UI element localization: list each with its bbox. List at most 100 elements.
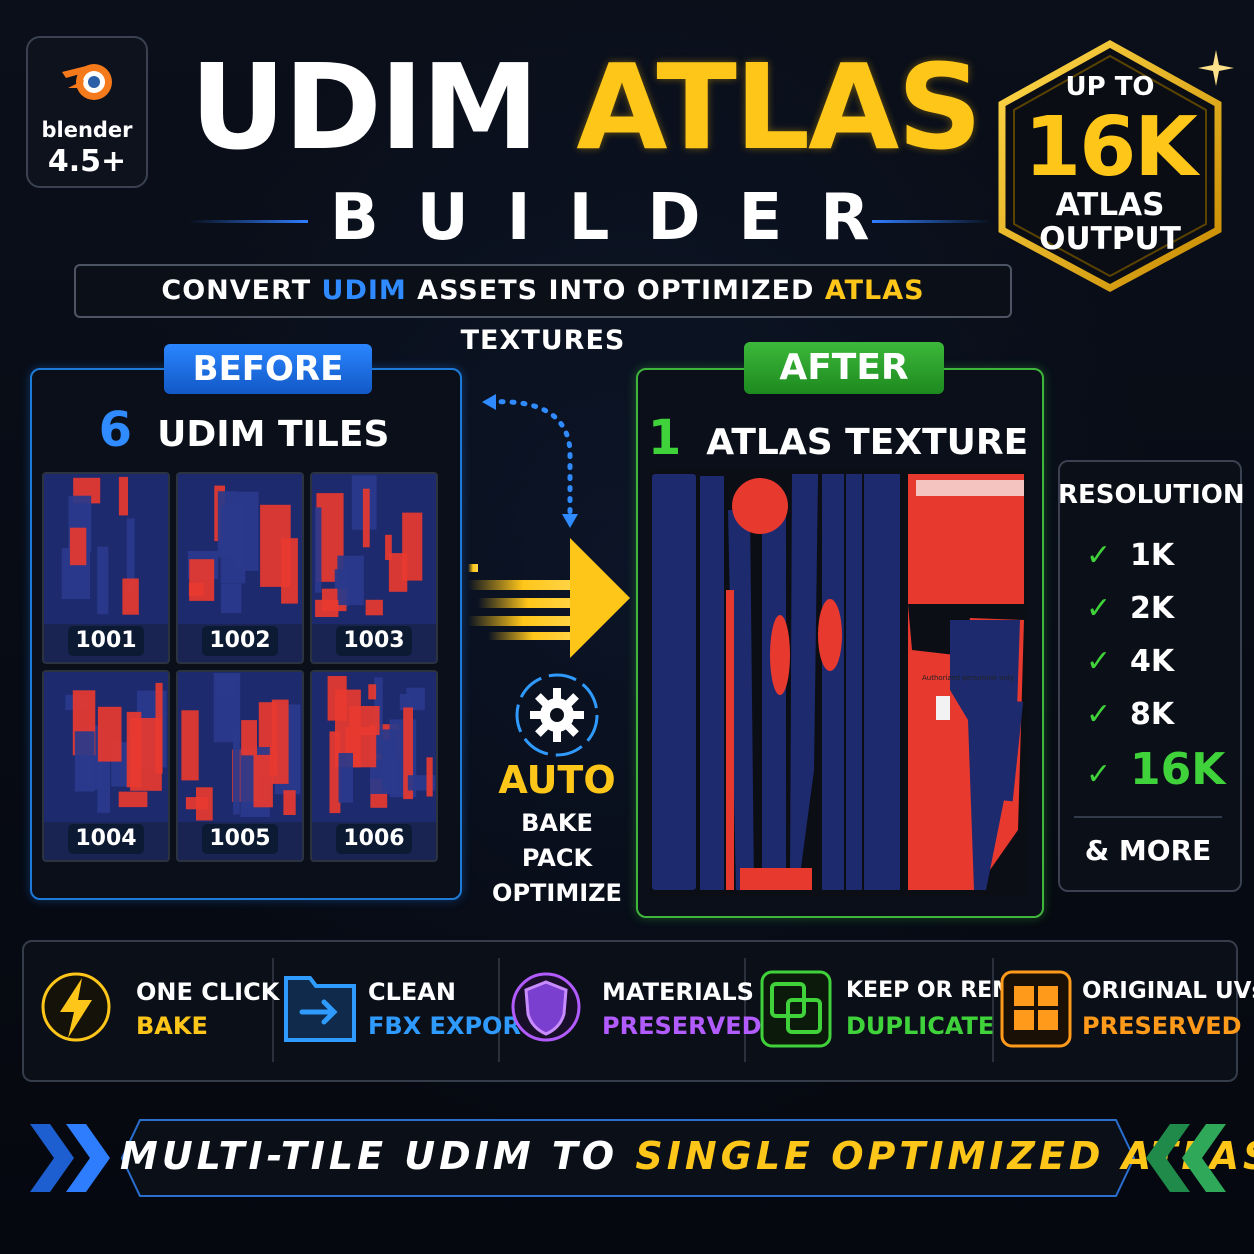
resolution-option-label: 4K xyxy=(1130,644,1175,679)
hex-atlas-output-label: ATLAS OUTPUT xyxy=(996,188,1224,256)
check-icon: ✓ xyxy=(1086,697,1112,732)
bottom-banner-text: MULTI-TILE UDIM TO SINGLE OPTIMIZED ATLA… xyxy=(120,1134,1254,1178)
feature-4-line2: DUPLICATE xyxy=(846,1012,995,1040)
resolution-option-16k: ✓16K xyxy=(1086,748,1225,793)
after-atlas-count: 1 xyxy=(647,410,682,466)
grid-icon xyxy=(1000,970,1072,1048)
check-icon: ✓ xyxy=(1086,538,1112,573)
resolution-divider xyxy=(1074,816,1222,818)
udim-tile-number: 1002 xyxy=(202,626,278,656)
chevrons-left-icon xyxy=(1146,1124,1226,1192)
resolution-option-8k: ✓ 8K xyxy=(1086,695,1174,735)
feature-divider xyxy=(744,958,746,1062)
resolution-option-label: 2K xyxy=(1130,591,1175,626)
udim-tile: 1001 xyxy=(42,472,170,664)
after-atlas-label: ATLAS TEXTURE xyxy=(706,422,1029,463)
udim-tile-preview xyxy=(178,672,302,822)
bottom-banner-frame xyxy=(120,1119,1136,1197)
resolution-option-1k: ✓ 1K xyxy=(1086,536,1174,576)
feature-divider xyxy=(498,958,500,1062)
udim-tile: 1006 xyxy=(310,670,438,862)
resolution-heading: RESOLUTION xyxy=(1058,480,1245,510)
auto-label: AUTO xyxy=(498,758,616,802)
feature-2-line1: CLEAN xyxy=(368,978,456,1006)
process-step: OPTIMIZE xyxy=(492,879,622,907)
process-step: PACK xyxy=(521,844,593,872)
hex-atlas-label: ATLAS xyxy=(1055,187,1165,223)
feature-1-line1: ONE CLICK xyxy=(136,978,280,1006)
resolution-option-label: 16K xyxy=(1130,744,1226,795)
folder-export-icon xyxy=(284,976,356,1042)
tagline-bar: CONVERT UDIM ASSETS INTO OPTIMIZED ATLAS… xyxy=(74,264,1012,356)
main-title: UDIM ATLAS xyxy=(190,48,982,166)
subtitle-builder: BUILDER xyxy=(330,181,908,255)
title-word-atlas: ATLAS xyxy=(576,38,982,176)
tagline-part: CONVERT xyxy=(161,275,322,306)
transform-arrow-icon xyxy=(468,538,630,658)
udim-tile: 1002 xyxy=(176,472,304,664)
tagline-part: ASSETS INTO OPTIMIZED xyxy=(406,275,825,306)
resolution-option-2k: ✓ 2K xyxy=(1086,589,1174,629)
feature-3-line2: PRESERVED xyxy=(602,1012,762,1040)
process-steps: BAKE PACK OPTIMIZE xyxy=(480,806,634,911)
feature-5-line2: PRESERVED xyxy=(1082,1012,1242,1040)
tagline-udim: UDIM xyxy=(321,275,407,306)
resolution-option-label: 8K xyxy=(1130,697,1175,732)
udim-tile: 1003 xyxy=(310,472,438,664)
feature-divider xyxy=(992,958,994,1062)
blender-version-label: 4.5+ xyxy=(47,144,127,179)
before-tile-count: 6 xyxy=(98,402,133,458)
udim-tile-preview xyxy=(178,474,302,624)
udim-tile: 1005 xyxy=(176,670,304,862)
before-title: 6 UDIM TILES xyxy=(30,402,458,458)
feature-1-line2: BAKE xyxy=(136,1012,208,1040)
feature-3-line1: MATERIALS xyxy=(602,978,754,1006)
gear-icon xyxy=(515,673,599,757)
banner-part-white: MULTI-TILE UDIM TO xyxy=(120,1134,636,1178)
atlas-warning-text: Authorized personnel only xyxy=(922,674,1014,682)
subtitle-divider-right xyxy=(872,220,992,223)
feature-2-line2: FBX EXPORT xyxy=(368,1012,537,1040)
hex-up-to-label: UP TO xyxy=(1065,72,1155,102)
blender-logo-icon xyxy=(62,64,112,100)
tagline-part: TEXTURES xyxy=(460,325,626,356)
udim-tile-number: 1004 xyxy=(68,824,144,854)
sparkle-icon xyxy=(1198,50,1234,86)
udim-tile-preview xyxy=(44,672,168,822)
check-icon: ✓ xyxy=(1086,591,1112,626)
atlas-texture-preview: Authorized personnel only xyxy=(650,470,1026,896)
blender-brand-label: blender xyxy=(41,118,133,142)
resolution-panel xyxy=(1058,460,1242,892)
after-tag: AFTER xyxy=(744,342,944,394)
hex-16k-label: 16K xyxy=(1024,100,1198,195)
chevrons-right-icon xyxy=(30,1124,110,1192)
udim-tile-number: 1001 xyxy=(68,626,144,656)
check-icon: ✓ xyxy=(1086,757,1112,792)
tagline-atlas: ATLAS xyxy=(824,275,925,306)
udim-tile-preview xyxy=(312,474,436,624)
duplicate-icon xyxy=(760,970,832,1048)
hex-output-label: OUTPUT xyxy=(1039,221,1181,257)
udim-tile-number: 1006 xyxy=(336,824,412,854)
title-word-udim: UDIM xyxy=(190,38,539,176)
resolution-hex-badge xyxy=(998,40,1222,292)
udim-tile-preview xyxy=(312,672,436,822)
process-step: BAKE xyxy=(521,809,593,837)
before-tile-label: UDIM TILES xyxy=(157,414,390,455)
after-title: 1 ATLAS TEXTURE xyxy=(636,410,1040,466)
resolution-more-label: & MORE xyxy=(1084,834,1212,867)
feature-divider xyxy=(272,958,274,1062)
loop-arrow-icon xyxy=(482,394,578,528)
feature-5-line1: ORIGINAL UVs xyxy=(1082,978,1254,1004)
resolution-option-4k: ✓ 4K xyxy=(1086,642,1174,682)
check-icon: ✓ xyxy=(1086,644,1112,679)
udim-tile: 1004 xyxy=(42,670,170,862)
resolution-option-label: 1K xyxy=(1130,538,1175,573)
subtitle-divider-left xyxy=(188,220,308,223)
blender-version-badge: blender 4.5+ xyxy=(26,36,148,188)
udim-tile-number: 1003 xyxy=(336,626,412,656)
udim-tile-preview xyxy=(44,474,168,624)
before-tag: BEFORE xyxy=(164,344,372,394)
shield-icon xyxy=(511,972,581,1042)
lightning-icon xyxy=(41,972,111,1042)
